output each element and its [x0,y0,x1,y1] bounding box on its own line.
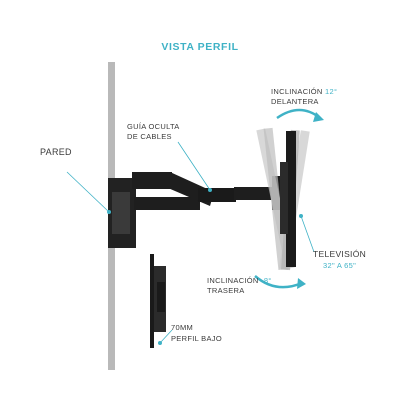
cable-guide-callout-line [177,141,211,191]
low-profile-label-line1: 70MM [171,323,194,332]
cable-guide-callout-dot [208,188,212,192]
tilt-forward-prefix: INCLINACIÓN [271,87,326,96]
tilt-back-label: INCLINACIÓN -8° TRASERA [207,276,272,296]
profile-callout-dot [158,341,162,345]
tilt-forward-label-line1: INCLINACIÓN 12° [271,87,337,97]
tilt-back-label-line1: INCLINACIÓN -8° [207,276,272,286]
wall-callout-line [66,171,110,213]
tilt-back-value: -8° [261,276,272,285]
cable-guide-label: GUÍA OCULTA DE CABLES [127,122,180,142]
page-title: VISTA PERFIL [161,41,239,53]
tv-label: TELEVISIÓN 32" A 65" [313,249,366,271]
tilt-back-arrowhead-icon [297,278,306,289]
cable-guide-label-line2: DE CABLES [127,132,172,141]
tilt-forward-label: INCLINACIÓN 12° DELANTERA [271,87,337,107]
tilt-forward-arrowhead-icon [313,112,324,122]
tv-label-name: TELEVISIÓN [313,249,367,259]
wall-label: PARED [40,147,72,157]
low-profile-inset [150,254,166,348]
tilt-back-prefix: INCLINACIÓN [207,276,262,285]
profile-callout-line [159,329,173,344]
tilt-forward-arrow-icon [276,108,321,120]
tilt-back-label-line2: TRASERA [207,286,245,295]
tilt-forward-value: 12° [325,87,338,96]
tv-callout-line [300,215,315,253]
tv-panel [286,131,296,267]
low-profile-label-line2: PERFIL BAJO [171,334,222,343]
tv-callout-dot [299,214,303,218]
tv-bracket [280,162,288,234]
tilt-forward-label-line2: DELANTERA [271,97,319,106]
wall-callout-dot [107,210,111,214]
tv-size-range: 32" A 65" [323,261,357,270]
cable-guide-label-line1: GUÍA OCULTA [127,122,180,131]
low-profile-label: 70MM PERFIL BAJO [171,322,222,344]
